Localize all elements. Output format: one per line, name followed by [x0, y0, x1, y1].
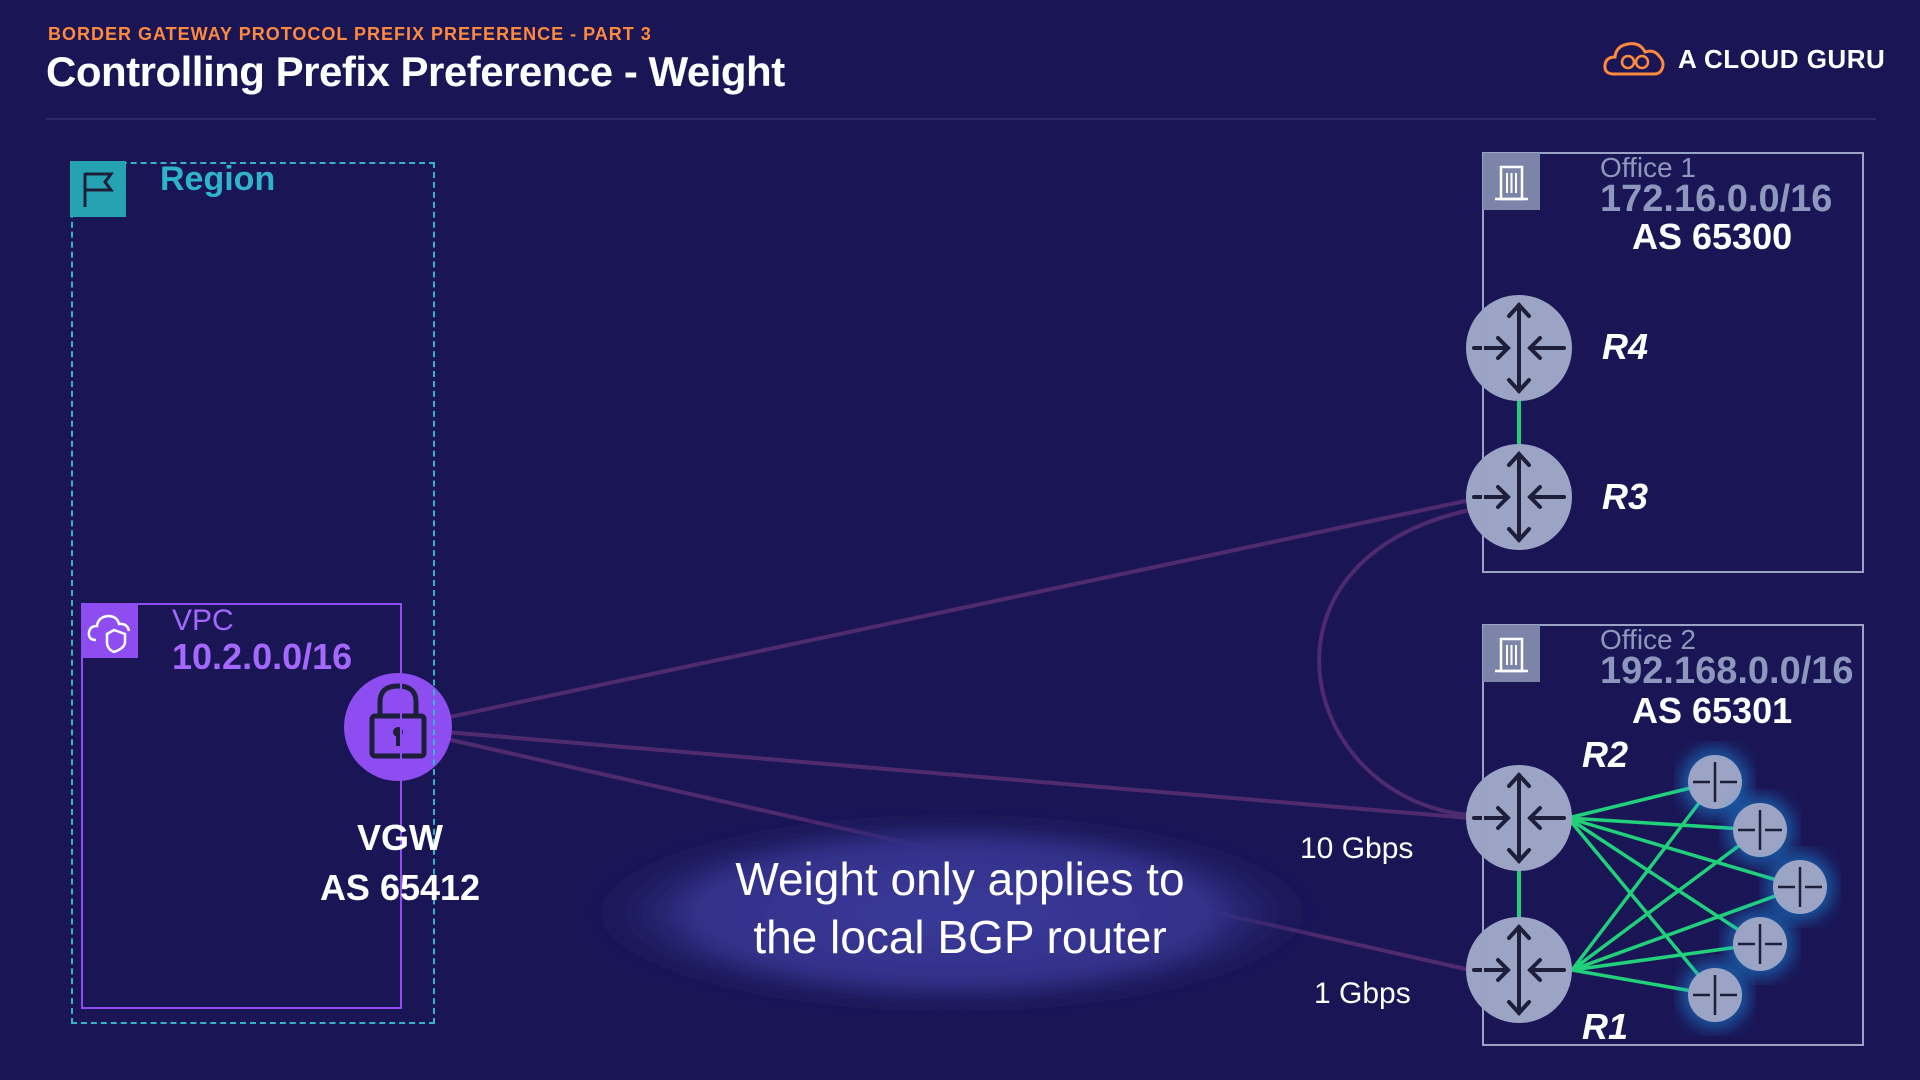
green-links [1517, 395, 1801, 997]
building-icon [1495, 637, 1528, 673]
router-r3-label: R3 [1602, 476, 1649, 517]
callout-bubble [582, 813, 1322, 1013]
office1-cidr: 172.16.0.0/16 [1600, 178, 1833, 220]
vgw-lock-icon [344, 673, 452, 781]
brand-logo: A CLOUD GURU [1602, 38, 1885, 80]
internal-router [1726, 796, 1794, 864]
office2-as: AS 65301 [1632, 690, 1793, 731]
internal-router [1681, 961, 1749, 1029]
brand-name: A CLOUD GURU [1678, 43, 1886, 74]
link-vgw-r2 [397, 726, 1471, 820]
link-vgw-r3 [397, 498, 1471, 730]
slide-title: Controlling Prefix Preference - Weight [46, 48, 785, 95]
office2-boundary [1482, 624, 1864, 1046]
slide-subtitle: BORDER GATEWAY PROTOCOL PREFIX PREFERENC… [48, 24, 652, 44]
router-r1-label: R1 [1582, 1006, 1629, 1047]
vpc-cidr: 10.2.0.0/16 [172, 636, 353, 677]
building-icon [1495, 165, 1528, 201]
callout-text: Weight only applies to the local BGP rou… [640, 850, 1280, 966]
internal-routers [1681, 748, 1834, 1029]
router-r2-label: R2 [1582, 734, 1629, 775]
vpc-label: VPC [172, 604, 234, 637]
link-r1-bandwidth: 1 Gbps [1314, 977, 1411, 1010]
office1-name: Office 1 [1600, 152, 1696, 183]
region-label: Region [160, 160, 276, 198]
router-r1 [1466, 917, 1572, 1023]
callout-line-1: Weight only applies to [735, 853, 1185, 905]
router-r2 [1466, 765, 1572, 871]
office1-as: AS 65300 [1632, 216, 1793, 257]
link-r2-bandwidth: 10 Gbps [1300, 832, 1414, 865]
vgw-label-block: VGW AS 65412 [270, 813, 530, 913]
cloud-logo-icon [1603, 42, 1665, 76]
vpc-badge [82, 604, 138, 658]
region-boundary [71, 162, 435, 1024]
region-flag-badge [70, 161, 126, 217]
flag-icon [83, 172, 114, 207]
vgw-as: AS 65412 [319, 867, 481, 908]
link-r3-r2-ibgp [1317, 508, 1471, 817]
internal-router [1766, 853, 1834, 921]
office2-badge [1483, 625, 1540, 682]
vpc-boundary [81, 603, 402, 1009]
header-divider [46, 118, 1876, 120]
office2-cidr: 192.168.0.0/16 [1600, 650, 1854, 692]
office2-name: Office 2 [1600, 624, 1696, 655]
router-r3 [1466, 444, 1572, 550]
cloud-shield-icon [87, 614, 131, 654]
router-r4 [1466, 295, 1572, 401]
internal-router [1726, 910, 1794, 978]
office1-boundary [1482, 152, 1864, 573]
office1-badge [1483, 153, 1540, 210]
internal-router [1681, 748, 1749, 816]
callout-line-2: the local BGP router [753, 911, 1167, 963]
router-r4-label: R4 [1602, 326, 1649, 367]
mesh-links [1566, 780, 1801, 997]
vgw-label: VGW [357, 817, 443, 858]
